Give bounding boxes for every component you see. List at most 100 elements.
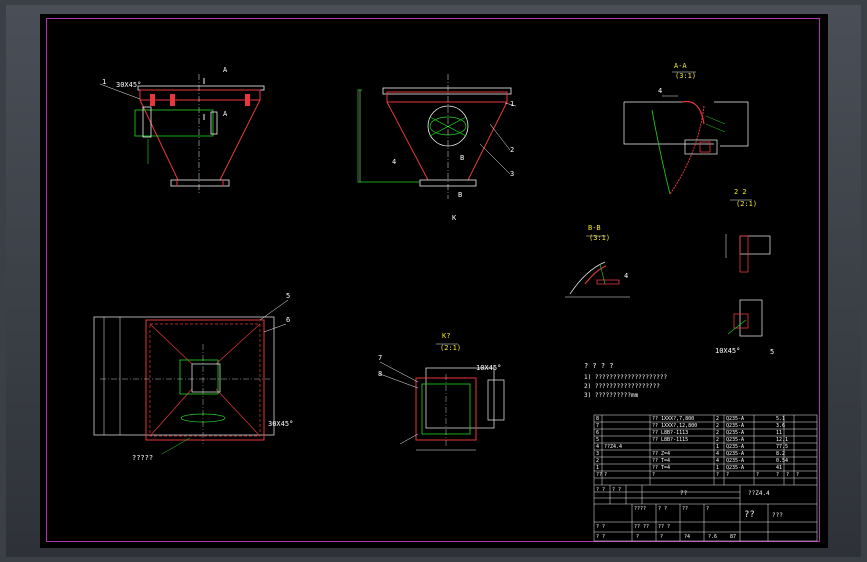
bom-cell: 12.1 [776,437,789,443]
bom-cell: 3.6 [776,423,786,429]
tech-note-1: 1) ???????????????????? [584,374,668,381]
bom-cell: 4 [596,444,600,450]
scale-row-cell: 87 [730,534,737,540]
bom-cell: Q235-A [726,423,745,429]
tech-notes-heading: ? ? ? ? [584,362,614,370]
section-bb [565,235,630,298]
section-mark-a-top: A [223,66,228,74]
bom-cell: ?? 1XXX?,12,800 [652,423,698,429]
bom-cell: Q235-A [726,430,745,436]
bom-cell: 11 [776,430,783,436]
section-mark-b-bottom: B [458,191,463,199]
bom-cell: Q235-A [726,437,745,443]
bom-cell: 1 [596,465,600,471]
bom-cell: ? [776,472,780,478]
section-bb-title: B-B [588,224,601,232]
chamfer-note-a: 30X45° [116,81,142,89]
bom-cell: ? [726,472,730,478]
bom-cell: ?? T=4 [652,458,671,464]
bom-cell: 77.5 [776,444,789,450]
bom-cell: Q235-A [726,451,745,457]
section-22-title: 2 2 [734,188,747,196]
plan-callout-5: 5 [286,292,291,300]
chamfer-note-22: 10X45° [715,347,741,355]
bom-cell: ? [786,472,790,478]
bom-cell: 2 [596,458,600,464]
weld-mark-aa: 4 [658,87,663,95]
part-callout-1b: 1 [510,100,515,108]
bom-cell: Q235-A [726,458,745,464]
k-callout-8: 8 [378,370,383,378]
title-grid-label: ?? ? [658,524,671,530]
title-grid-label: ? ? [658,506,668,512]
plan-chamfer-note: 30X45° [268,420,294,428]
part-callout-22: 5 [770,348,775,356]
section-22 [725,199,771,337]
bom-cell: 0.54 [776,458,789,464]
bom-cell: 2 [716,437,720,443]
bom-cell: 8.2 [776,451,786,457]
bom-cell: ?? L8B?-1113 [652,430,689,436]
bom-cell: ?? L8B?-1115 [652,437,689,443]
bom-cell: Q235-A [726,416,745,422]
bom-cell: 1 [716,444,720,450]
plan-view [93,299,289,455]
section-bb-scale: (3:1) [589,234,611,242]
bom-cell: Q235-A [726,465,745,471]
bom-cell: 2 [716,423,720,429]
bom-cell: 5.1 [776,416,786,422]
section-aa-scale: (3:1) [675,72,697,80]
title-block-company: ?? [744,510,755,520]
bom-cell: ? [796,472,800,478]
section-22-scale: (2:1) [736,200,758,208]
title-grid-label: ?? ?? [634,524,650,530]
part-callout-3: 3 [510,170,515,178]
tech-note-3: 3) ??????????mm [584,392,639,399]
drawing-sheet-border [46,18,820,542]
section-aa [623,71,749,195]
bom-cell: 41 [776,465,783,471]
bom-cell: ?? [596,472,603,478]
scale-row-cell: ?.6 [708,534,718,540]
scale-row-cell: ? [636,534,640,540]
part-callout-1: 1 [102,78,107,86]
title-block-material: ??? [772,512,783,519]
bom-cell: 2 [716,416,720,422]
title-grid-label: ? [706,506,710,512]
bom-cell: ?? T=4 [652,465,671,471]
section-aa-title: A-A [674,62,687,70]
k-view [379,343,505,451]
k-view-scale: (2:1) [440,344,462,352]
k-callout-7: 7 [378,354,383,362]
weld-mark-bb: 4 [624,272,629,280]
bom-cell: Q235-A [726,444,745,450]
weld-mark-four: 4 [392,158,397,166]
title-grid-label: ? ? [612,487,622,493]
bom-cell: 4 [716,451,720,457]
bom-cell: 1 [716,465,720,471]
bom-cell: ?? 1XXX?,7,800 [652,416,695,422]
title-grid-label: ? ? [596,487,606,493]
k-view-title: K? [442,332,451,340]
cad-drawing-viewport[interactable]: 1 30X45° A A 1 2 3 4 B B K A-A (3:1) 4 B… [40,14,828,548]
part-callout-2: 2 [510,146,515,154]
plan-note: ????? [132,454,154,462]
bom-cell: ? [652,472,656,478]
bom-cell: 6 [596,430,600,436]
bom-cell: ?? Z=4 [652,451,671,457]
bom-cell: 7 [596,423,600,429]
bom-cell: 5 [596,437,600,443]
bom-cell: 2 [716,430,720,436]
title-grid-label: ???? [634,506,647,512]
tech-note-2: 2) ?????????????????? [584,383,660,390]
scale-row-cell: ?4 [684,534,691,540]
title-grid-label: ? ? [596,534,606,540]
title-block-name: ?? [680,490,688,497]
section-mark-a-bottom: A [223,110,228,118]
plan-callout-6: 6 [286,316,291,324]
side-view [357,74,517,199]
view-mark-k: K [452,214,457,222]
scale-row-cell: ? [660,534,664,540]
bom-cell: ? [604,472,608,478]
bom-cell: ? [756,472,760,478]
